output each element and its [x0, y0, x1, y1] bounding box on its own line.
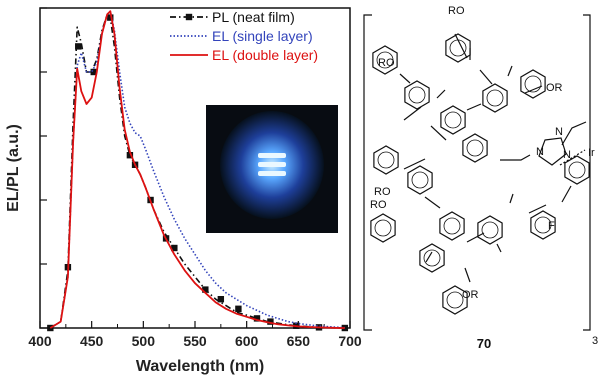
series-marker — [202, 286, 209, 293]
benzene-ring — [439, 211, 465, 241]
benzene-ring — [373, 145, 399, 175]
aromatic-circle — [446, 291, 464, 309]
series-marker — [341, 324, 349, 332]
left-bracket — [363, 14, 372, 331]
series-marker — [253, 315, 261, 322]
iridium-label: Ir — [588, 147, 595, 159]
legend-label: EL (double layer) — [212, 47, 318, 63]
aromatic-circle — [444, 111, 462, 129]
nitrogen-label-1: N — [536, 146, 544, 158]
series-marker — [217, 296, 225, 303]
y-axis-ticks — [40, 7, 47, 329]
aromatic-circle — [481, 221, 499, 239]
x-tick-label: 700 — [338, 333, 362, 349]
aromatic-circle — [408, 86, 426, 104]
series-line-2 — [49, 10, 345, 329]
nitrogen-label-2: N — [555, 126, 563, 138]
fluorine-label: F — [548, 220, 555, 232]
benzene-ring — [530, 210, 556, 240]
ro-label-lower: RO — [370, 199, 387, 211]
benzene-ring — [520, 69, 546, 99]
aromatic-circle — [449, 39, 467, 57]
triazole-ring — [538, 137, 567, 166]
aromatic-circle — [466, 139, 484, 157]
nitrogen-label-3: N — [563, 149, 571, 161]
x-tick-label: 550 — [183, 333, 207, 349]
legend-label: PL (neat film) — [212, 9, 295, 25]
aromatic-circle — [411, 171, 429, 189]
series-marker — [235, 305, 242, 312]
benzene-ring — [477, 215, 503, 245]
aromatic-circle — [486, 89, 504, 107]
spectrum-chart: 400 450 500 550 600 650 700 Wavelength (nm) EL… — [5, 7, 362, 375]
series-marker — [107, 14, 114, 21]
series-marker — [267, 318, 274, 325]
o-label-left: RO — [378, 57, 395, 69]
aromatic-circle — [376, 51, 394, 69]
benzene-ring — [370, 213, 396, 243]
x-tick-label: 450 — [80, 333, 104, 349]
benzene-ring — [372, 45, 398, 75]
x-axis-title: Wavelength (nm) — [136, 358, 264, 375]
x-tick-label: 600 — [235, 333, 259, 349]
benzene-ring — [440, 105, 466, 135]
benzene-ring — [442, 285, 468, 315]
device-photo — [206, 105, 338, 233]
y-axis-title: EL/PL (a.u.) — [5, 124, 22, 212]
x-tick-label: 400 — [28, 333, 52, 349]
x-tick-label: 650 — [287, 333, 311, 349]
benzene-ring — [462, 133, 488, 163]
benzene-ring — [445, 33, 471, 63]
legend-label: EL (single layer) — [212, 28, 313, 44]
right-bracket — [583, 14, 591, 331]
aromatic-circle — [374, 219, 392, 237]
chart-legend: PL (neat film) EL (single layer) EL (doubl… — [170, 9, 318, 63]
or-label-right: OR — [546, 82, 563, 94]
aromatic-circle — [443, 217, 461, 235]
aromatic-circle — [377, 151, 395, 169]
aromatic-circle — [534, 216, 552, 234]
benzene-ring — [564, 155, 590, 185]
series-marker — [90, 68, 97, 76]
chemical-structure: 3 RO RO OR RO RO — [363, 5, 598, 351]
subscript-label: 3 — [592, 335, 598, 347]
ro-label-top: RO — [448, 5, 465, 17]
aromatic-rings — [370, 33, 590, 315]
benzene-ring — [404, 80, 430, 110]
benzene-ring — [419, 243, 445, 273]
series-marker — [126, 152, 134, 159]
series-marker — [171, 244, 178, 252]
ro-label-mid: RO — [374, 186, 391, 198]
x-tick-label: 500 — [132, 333, 156, 349]
aromatic-circle — [423, 249, 441, 267]
x-axis-ticks: 400 450 500 550 600 650 700 — [28, 321, 362, 349]
series-marker — [75, 43, 82, 50]
aromatic-circle — [568, 161, 586, 179]
compound-number: 70 — [477, 336, 491, 351]
or-label-bottom: OR — [462, 289, 479, 301]
series-layer — [47, 10, 349, 332]
benzene-ring — [407, 165, 433, 195]
benzene-ring — [482, 83, 508, 113]
legend-marker — [185, 13, 193, 21]
aromatic-circle — [524, 75, 542, 93]
